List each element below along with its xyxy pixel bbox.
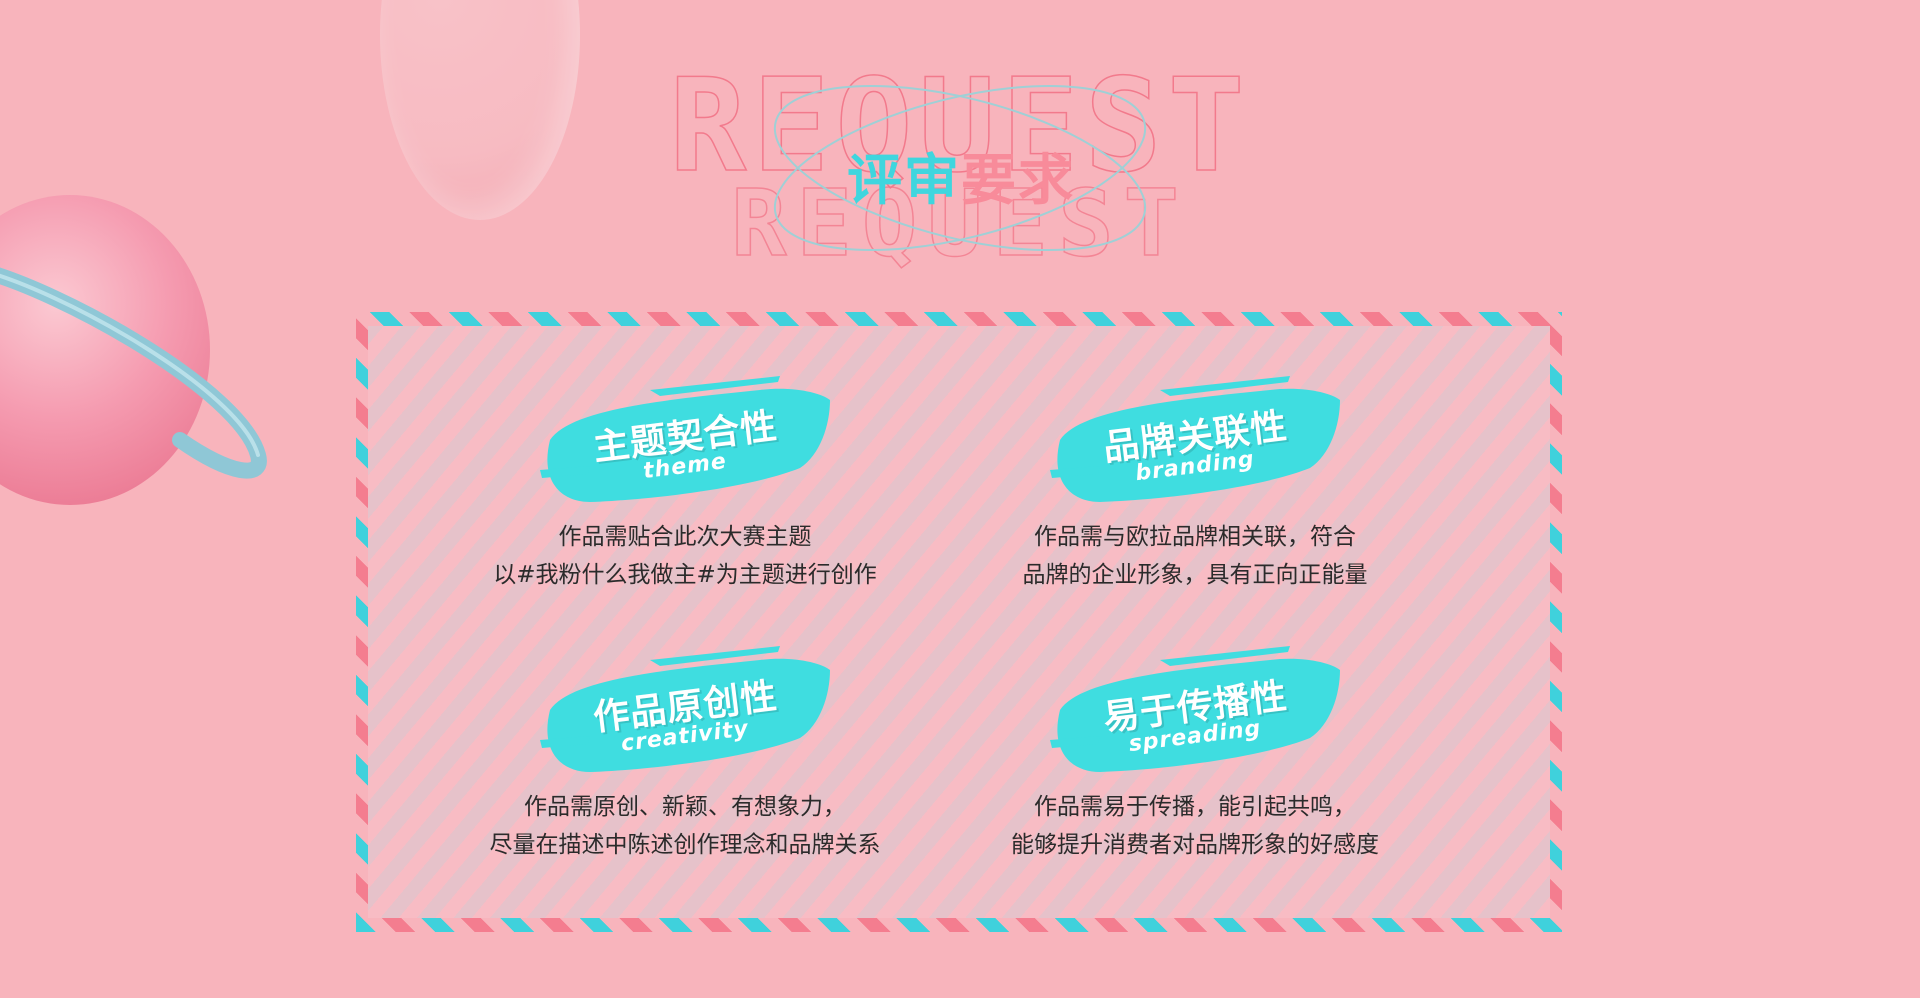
criteria-panel bbox=[356, 312, 1562, 932]
criteria-panel-inner bbox=[368, 326, 1550, 918]
brush-label: 主题契合性 theme bbox=[530, 370, 840, 510]
description-line: 能够提升消费者对品牌形象的好感度 bbox=[1011, 832, 1379, 858]
brush-label: 易于传播性 spreading bbox=[1040, 640, 1350, 780]
description-line: 作品需原创、新颖、有想象力， bbox=[524, 794, 846, 820]
description-line: 尽量在描述中陈述创作理念和品牌关系 bbox=[489, 832, 881, 858]
planet-ring-decoration bbox=[0, 267, 267, 479]
criteria-card-branding: 品牌关联性 branding 作品需与欧拉品牌相关联，符合 品牌的企业形象，具有… bbox=[935, 370, 1455, 594]
description-line: 作品需易于传播，能引起共鸣， bbox=[1034, 794, 1356, 820]
criteria-description: 作品需贴合此次大赛主题 以#我粉什么我做主#为主题进行创作 bbox=[425, 518, 945, 594]
criteria-card-creativity: 作品原创性 creativity 作品需原创、新颖、有想象力， 尽量在描述中陈述… bbox=[425, 640, 945, 864]
description-line: 作品需贴合此次大赛主题 bbox=[558, 524, 812, 550]
brush-label: 品牌关联性 branding bbox=[1040, 370, 1350, 510]
brush-stroke-icon bbox=[540, 646, 830, 772]
section-header: REQUEST REQUEST 评审要求 bbox=[655, 50, 1265, 270]
brush-stroke-icon bbox=[1050, 646, 1340, 772]
title-part-pink: 要求 bbox=[961, 148, 1076, 212]
description-line: 以#我粉什么我做主#为主题进行创作 bbox=[493, 562, 877, 588]
brush-label: 作品原创性 creativity bbox=[530, 640, 840, 780]
criteria-description: 作品需与欧拉品牌相关联，符合 品牌的企业形象，具有正向正能量 bbox=[935, 518, 1455, 594]
request-outline-wordmark: REQUEST REQUEST bbox=[669, 51, 1250, 270]
criteria-card-spreading: 易于传播性 spreading 作品需易于传播，能引起共鸣， 能够提升消费者对品… bbox=[935, 640, 1455, 864]
title-part-cyan: 评审 bbox=[847, 148, 962, 212]
criteria-description: 作品需易于传播，能引起共鸣， 能够提升消费者对品牌形象的好感度 bbox=[935, 788, 1455, 864]
description-line: 作品需与欧拉品牌相关联，符合 bbox=[1034, 524, 1356, 550]
page-title: 评审要求 bbox=[847, 135, 1075, 215]
bg-word-top: REQUEST bbox=[669, 52, 1250, 201]
brush-stroke-icon bbox=[1050, 376, 1340, 502]
brush-stroke-icon bbox=[540, 376, 830, 502]
decorative-bubble bbox=[380, 0, 580, 220]
bg-word-bottom: REQUEST bbox=[731, 170, 1189, 270]
criteria-description: 作品需原创、新颖、有想象力， 尽量在描述中陈述创作理念和品牌关系 bbox=[425, 788, 945, 864]
criteria-card-theme: 主题契合性 theme 作品需贴合此次大赛主题 以#我粉什么我做主#为主题进行创… bbox=[425, 370, 945, 594]
description-line: 品牌的企业形象，具有正向正能量 bbox=[1022, 562, 1368, 588]
